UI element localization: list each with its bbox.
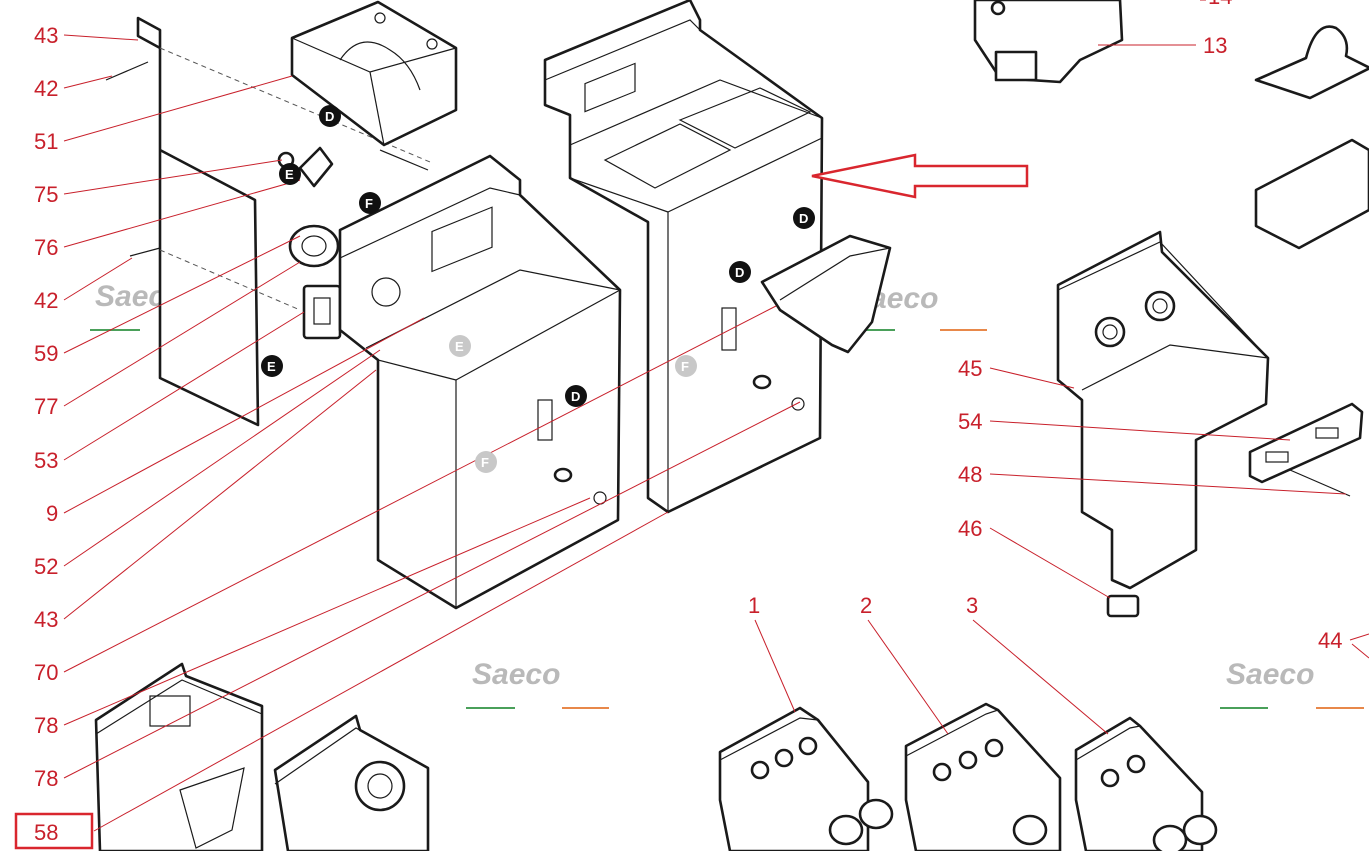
part-labels: 43 42 51 75 76 42 59 77 53 9 52 43 70 78… [14, 0, 1342, 850]
leader-lines [63, 0, 1369, 832]
bottom-left-units [94, 662, 430, 851]
label-45: 45 [958, 356, 982, 381]
callout-d5: D [0, 0, 9, 3]
svg-text:E: E [285, 167, 294, 182]
right-side-assembly [1056, 230, 1364, 618]
watermark-3: Saeco [460, 638, 615, 730]
label-43-low: 43 [34, 607, 58, 632]
svg-text:D: D [325, 109, 334, 124]
svg-text:F: F [365, 196, 373, 211]
right-cabinet-part [543, 0, 824, 514]
label-46: 46 [958, 516, 982, 541]
label-3: 3 [966, 593, 978, 618]
callout-f1: F [359, 192, 381, 214]
label-13: 13 [1203, 33, 1227, 58]
svg-text:Saeco: Saeco [1226, 658, 1314, 691]
svg-text:F: F [481, 455, 489, 470]
label-58-highlight-box [14, 812, 94, 850]
label-59: 59 [34, 341, 58, 366]
label-77: 77 [34, 394, 58, 419]
callout-d2: D [793, 207, 815, 229]
svg-text:D: D [571, 389, 580, 404]
bottom-right-units [718, 702, 1218, 851]
label-70: 70 [34, 660, 58, 685]
label-53: 53 [34, 448, 58, 473]
svg-text:E: E [455, 339, 464, 354]
svg-text:F: F [681, 359, 689, 374]
label-44: 44 [1318, 628, 1342, 653]
label-76: 76 [34, 235, 58, 260]
label-9: 9 [46, 501, 58, 526]
label-42-mid: 42 [34, 288, 58, 313]
label-1: 1 [748, 593, 760, 618]
label-78-b: 78 [34, 766, 58, 791]
label-14: 14 [1208, 0, 1232, 9]
label-48: 48 [958, 462, 982, 487]
label-75: 75 [34, 182, 58, 207]
callout-d1: D [319, 105, 341, 127]
watermark-4: Saeco [1214, 638, 1369, 730]
callout-f2: F [675, 355, 697, 377]
highlight-arrow [811, 153, 1029, 199]
svg-text:Saeco: Saeco [472, 658, 560, 691]
svg-text:E: E [267, 359, 276, 374]
label-42-top: 42 [34, 76, 58, 101]
top-bracket-part [290, 0, 458, 171]
svg-text:D: D [0, 0, 9, 3]
label-78-a: 78 [34, 713, 58, 738]
callout-d3: D [729, 261, 751, 283]
svg-text:D: D [799, 211, 808, 226]
callout-d4: D [565, 385, 587, 407]
label-51: 51 [34, 129, 58, 154]
chute-part [760, 234, 892, 354]
callout-e1: E [279, 163, 301, 185]
label-2: 2 [860, 593, 872, 618]
label-54: 54 [958, 409, 982, 434]
callout-f3: F [475, 451, 497, 473]
label-52: 52 [34, 554, 58, 579]
callout-e2: E [261, 355, 283, 377]
callout-e3: E [449, 335, 471, 357]
label-58: 58 [34, 820, 58, 845]
label-43-top: 43 [34, 23, 58, 48]
svg-text:D: D [735, 265, 744, 280]
middle-cabinet-part [338, 154, 622, 610]
top-right-assembly [973, 0, 1369, 250]
